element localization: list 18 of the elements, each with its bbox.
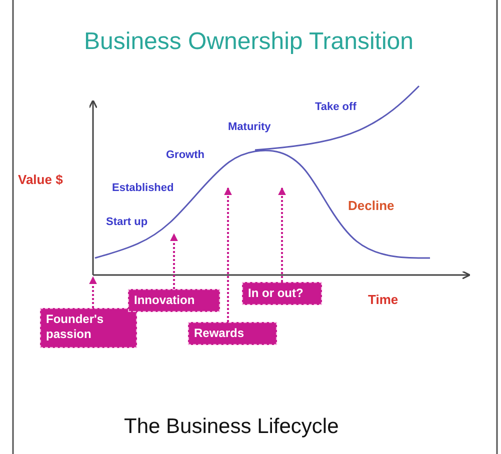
axis-label: Value $ bbox=[18, 172, 63, 187]
callout-box: Rewards bbox=[188, 322, 277, 345]
stage-label: Take off bbox=[315, 101, 356, 113]
stage-label: Decline bbox=[348, 198, 394, 213]
callout-box: Founder's passion bbox=[40, 308, 137, 348]
dotted-arrow bbox=[224, 187, 232, 322]
caption: The Business Lifecycle bbox=[124, 415, 339, 439]
stage-label: Maturity bbox=[228, 121, 271, 133]
dotted-arrow bbox=[89, 276, 97, 308]
stage-label: Established bbox=[112, 182, 174, 194]
title: Business Ownership Transition bbox=[84, 28, 414, 56]
dotted-arrow bbox=[170, 233, 178, 289]
stage-label: Start up bbox=[106, 216, 148, 228]
axis-label: Time bbox=[368, 292, 398, 307]
stage-label: Growth bbox=[166, 149, 204, 161]
callout-box: In or out? bbox=[242, 282, 322, 305]
dotted-arrow bbox=[278, 187, 286, 282]
callout-box: Innovation bbox=[128, 289, 220, 312]
